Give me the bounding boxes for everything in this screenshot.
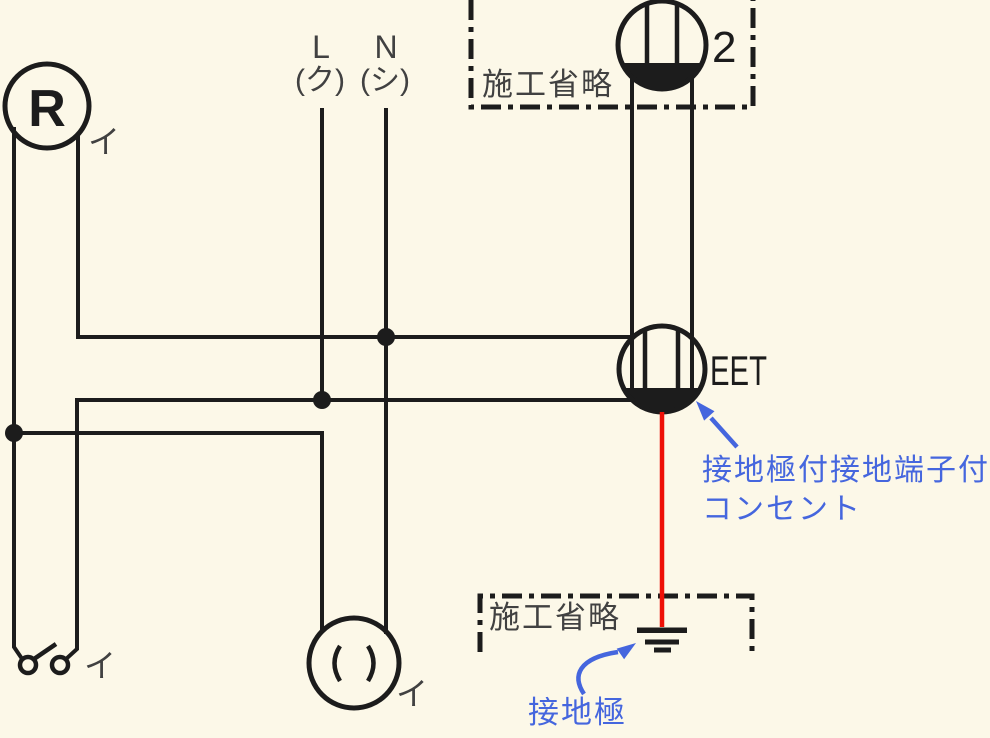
ground-note-label: 接地極 [528,695,627,730]
wire-switch-to-eet-run [64,398,632,661]
wire-lamp-feed [14,431,324,632]
double-outlet-circle [615,0,709,92]
ground-electrode-symbol [637,627,687,653]
junction-dot-left [5,424,23,442]
junction-dot-live [313,391,331,409]
switch-contact-left [17,654,39,676]
lamp-circuit-label: イ [396,676,428,712]
source-terminals: L (ク) N (シ) [295,29,410,97]
wire-r-left-to-switch [12,127,25,661]
ground-bar-3 [654,647,671,653]
omission-box-top-border [468,0,756,110]
r-fixture-letter: R [28,80,66,138]
eet-outlet-symbol: EET [616,323,767,415]
eet-annotation: 接地極付接地端子付 コンセント [696,401,990,526]
wire-r-right-to-neutral-run [76,135,632,339]
live-terminal-kana: (ク) [295,64,345,97]
switch-symbol: イ [17,642,116,684]
eet-outlet-label: EET [710,347,767,394]
lamp-symbol: イ [306,615,428,712]
neutral-terminal-label: N [374,29,397,65]
lamp-circle [306,615,402,711]
live-terminal-label: L [312,29,330,65]
switch-contact-right [49,654,71,676]
neutral-terminal-kana: (シ) [360,64,410,97]
eet-note-line2: コンセント [702,493,862,526]
switch-lever [32,642,58,661]
junction-dot-neutral [377,328,395,346]
ground-bar-1 [637,627,687,633]
r-fixture-circuit-label: イ [88,124,120,160]
ground-note-arrow-line [576,649,619,696]
eet-note-line1: 接地極付接地端子付 [702,454,990,487]
omission-box-bottom-border [477,593,755,652]
eet-note-arrow-line [709,416,739,449]
switch-circuit-label: イ [84,648,116,684]
double-outlet-symbol: 2 [615,0,736,92]
ground-bar-2 [645,639,679,645]
omission-box-bottom-label: 施工省略 [489,600,621,635]
ground-annotation: 接地極 [528,643,636,730]
omission-box-top-label: 施工省略 [482,67,614,102]
lamp-paren-right [366,644,376,683]
r-fixture-symbol: R イ [2,61,120,160]
r-fixture-circle [2,61,92,151]
double-outlet-count: 2 [712,23,736,72]
lamp-paren-left [332,644,342,683]
eet-note-arrowhead-icon [696,401,715,421]
ground-note-arrowhead-icon [616,643,636,660]
